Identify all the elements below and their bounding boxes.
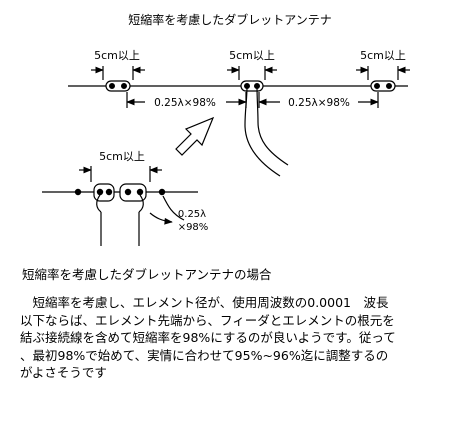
insulator-center: [240, 80, 264, 92]
span-label-left: 0.25λ×98%: [154, 97, 216, 109]
caption: 短縮率を考慮したダブレットアンテナの場合: [22, 267, 272, 282]
gap-label-left: 5cm以上: [94, 49, 140, 62]
detail-length-label-1: 0.25λ: [178, 209, 206, 220]
paragraph-line: がよさそうです: [20, 365, 107, 380]
detail-gap-label: 5cm以上: [99, 150, 145, 163]
paragraph-line: 結ぶ接続線を含めて短縮率を98%にするのが良いようです。従って: [20, 330, 396, 345]
paragraph-line: 短縮率を考慮し、エレメント径が、使用周波数の0.0001 波長: [20, 295, 389, 310]
main-antenna: [68, 66, 410, 177]
paragraph-line: 、最初98%で始めて、実情に合わせて95%~96%迄に調整するの: [20, 347, 389, 363]
insulator-right: [370, 80, 396, 92]
span-label-right: 0.25λ×98%: [288, 97, 350, 109]
gap-label-right: 5cm以上: [360, 49, 406, 62]
gap-label-center: 5cm以上: [229, 49, 275, 62]
detail-length-label-2: ×98%: [178, 222, 209, 233]
insulator-left: [105, 80, 131, 92]
diagram-title: 短縮率を考慮したダブレットアンテナ: [128, 12, 332, 27]
detail-insulator-right: [119, 183, 147, 202]
feeder-line-right: [256, 85, 289, 166]
explanation-paragraph: 短縮率を考慮し、エレメント径が、使用周波数の0.0001 波長 以下ならば、エレ…: [20, 294, 450, 382]
paragraph-line: 以下ならば、エレメント先端から、フィーダとエレメントの根元を: [20, 312, 395, 328]
feeder-line-left: [244, 85, 281, 177]
detail-view: [42, 166, 198, 246]
zoom-arrow-icon: [175, 116, 215, 156]
